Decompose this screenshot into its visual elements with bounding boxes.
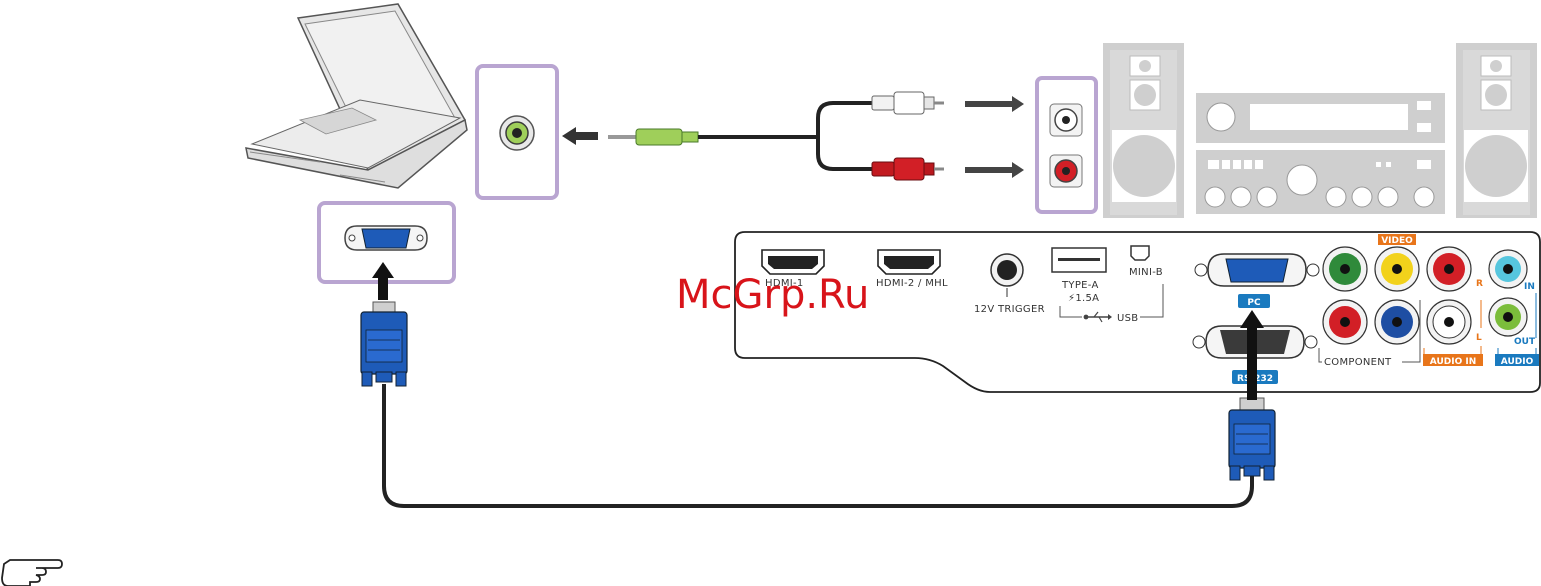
- arrow-right-icon: [965, 96, 1024, 178]
- hdmi-2-port: HDMI-2 / MHL: [876, 249, 948, 289]
- component-bracket: COMPONENT: [1318, 300, 1421, 368]
- hdmi-2-label: HDMI-2 / MHL: [876, 278, 948, 289]
- usb-mini-b-port: MINI-B: [1129, 245, 1163, 278]
- usb-type-a-port: TYPE-A ⚡1.5A: [1051, 247, 1107, 304]
- audio-in-l-label: L: [1476, 333, 1482, 343]
- component-label: COMPONENT: [1324, 357, 1392, 368]
- 12v-trigger-label: 12V TRIGGER: [974, 304, 1045, 315]
- video-label: VIDEO: [1381, 236, 1413, 246]
- usb-label: USB: [1117, 313, 1138, 324]
- audio-in-jacks: R L AUDIO IN: [1423, 246, 1483, 367]
- pc-vga-input-port: PC: [1194, 253, 1320, 308]
- usb-type-a-power-label: ⚡1.5A: [1068, 293, 1099, 304]
- audio-in-label: AUDIO IN: [1430, 357, 1476, 367]
- rca-plug-white: [871, 91, 944, 115]
- hand-pointer-icon: [1, 559, 63, 586]
- vga-cable-plug-right: [1228, 397, 1276, 481]
- stereo-audio-input-port: [1035, 76, 1098, 214]
- audio-cable: [698, 101, 872, 171]
- vga-cable: [382, 384, 1254, 508]
- arrow-up-icon: [372, 262, 394, 300]
- usb-type-a-label: TYPE-A: [1061, 280, 1099, 291]
- hdmi-1-port: HDMI-1: [761, 249, 825, 289]
- 12v-trigger-port: 12V TRIGGER: [974, 253, 1045, 315]
- watermark-text: McGrp.Ru: [676, 272, 869, 318]
- audio-label: AUDIO: [1501, 357, 1534, 367]
- vga-cable-plug-left: [360, 301, 408, 387]
- laptop-icon: [245, 3, 468, 189]
- arrow-left-icon: [562, 127, 598, 145]
- usb-icon: [1083, 311, 1112, 323]
- audio-in-label-small: IN: [1524, 282, 1535, 292]
- usb-mini-b-label: MINI-B: [1129, 267, 1163, 278]
- audio-mini-jack-plug: [608, 128, 699, 146]
- audio-in-r-label: R: [1476, 279, 1483, 289]
- laptop-audio-out-port: [475, 64, 559, 200]
- component-jacks: [1322, 246, 1420, 345]
- pc-label: PC: [1247, 298, 1261, 308]
- rca-plug-red: [871, 157, 944, 181]
- laptop-vga-port: [317, 201, 456, 284]
- video-jack: VIDEO: [1374, 234, 1420, 292]
- hdmi-1-label: HDMI-1: [765, 278, 804, 289]
- usb-group-bracket: USB: [1059, 284, 1164, 324]
- arrow-up-icon: [1240, 310, 1264, 400]
- audio-in-out-jacks: IN OUT AUDIO: [1488, 249, 1539, 367]
- stereo-system-icon: [1103, 43, 1537, 218]
- audio-out-label: OUT: [1514, 337, 1536, 347]
